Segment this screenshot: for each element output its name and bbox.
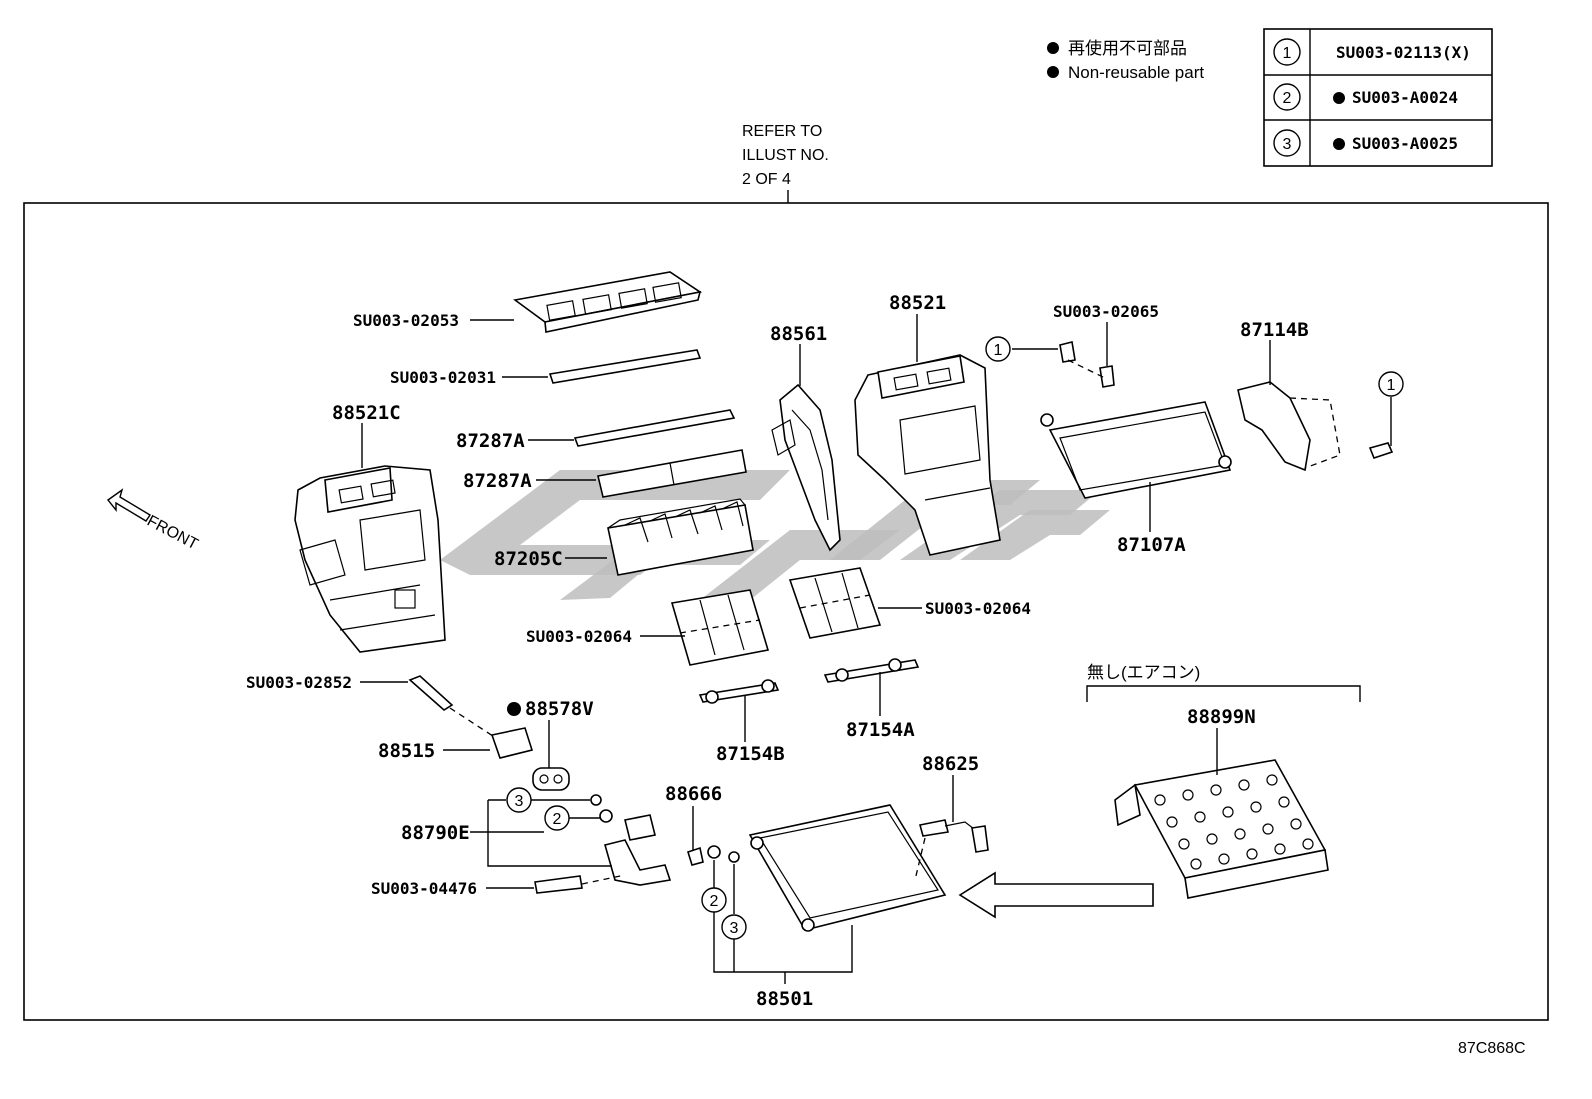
table-num-1: 1 [1283,45,1292,62]
part-su003-02031[interactable] [548,349,702,384]
part-88515[interactable] [490,727,534,759]
svg-text:ILLUST NO.: ILLUST NO. [742,147,829,164]
part-88790e[interactable] [604,814,672,886]
label-88899n: 88899N [1187,706,1256,728]
label-87205c: 87205C [494,548,563,570]
part-88521c[interactable] [294,465,446,653]
part-87154a[interactable] [823,658,920,683]
label-su003-02031: SU003-02031 [390,368,496,387]
part-88899n[interactable] [1114,759,1329,899]
part-su003-02064-right[interactable] [788,567,882,639]
table-code-2: SU003-A0024 [1352,88,1458,107]
label-88561: 88561 [770,323,827,345]
callout-3-lower: 3 [730,920,739,937]
part-88521[interactable] [854,354,1001,556]
table-num-3: 3 [1283,136,1292,153]
part-87107a[interactable] [1040,401,1232,499]
label-87107a: 87107A [1117,534,1186,556]
part-87114b[interactable] [1237,381,1341,472]
legend: 再使用不可部品 Non-reusable part [1047,38,1204,82]
label-su003-02064-right: SU003-02064 [925,599,1031,618]
label-su003-02852: SU003-02852 [246,673,352,692]
label-87154b: 87154B [716,743,785,765]
diagram-frame [23,202,1549,1021]
nonreusable-dot-icon [1047,42,1059,54]
callout-2-lower: 2 [710,893,719,910]
part-su003-04476[interactable] [534,875,583,894]
part-87154b[interactable] [698,679,780,704]
part-87287a-lower[interactable] [597,449,747,498]
part-su003-02053[interactable] [513,271,703,333]
label-88666: 88666 [665,783,722,805]
part-88561[interactable] [771,383,841,552]
part-88578v[interactable] [532,767,570,791]
label-su003-02065: SU003-02065 [1053,302,1159,321]
legend-jp: 再使用不可部品 [1068,38,1187,58]
o-ring-icon [599,809,613,823]
label-88790e: 88790E [401,822,470,844]
label-88515: 88515 [378,740,435,762]
part-su003-02064-left[interactable] [670,589,770,666]
table-num-2: 2 [1283,90,1292,107]
nonreusable-dot-icon [1047,66,1059,78]
part-88666[interactable] [687,846,704,866]
o-ring-icon [728,851,740,863]
label-88521: 88521 [889,292,946,314]
table-code-3: SU003-A0025 [1352,134,1458,153]
no-ac-label: 無し(エアコン) [1087,663,1200,682]
reference-table: 1 SU003-02113(X) 2 SU003-A0024 3 SU003-A… [1263,28,1493,167]
part-su003-02852[interactable] [408,675,454,711]
legend-en: Non-reusable part [1068,63,1204,82]
callout-1-left: 1 [994,342,1003,359]
front-label: FRONT [144,513,201,554]
label-88578v: 88578V [525,698,594,720]
label-87114b: 87114B [1240,319,1309,341]
svg-text:REFER TO: REFER TO [742,123,822,140]
label-87287a-upper: 87287A [456,430,525,452]
label-88625: 88625 [922,753,979,775]
part-88625[interactable] [919,819,989,853]
replacement-arrow-icon [958,871,1154,919]
label-su003-04476: SU003-04476 [371,879,477,898]
refer-note: REFER TO ILLUST NO. 2 OF 4 [742,123,829,188]
part-87205c[interactable] [607,498,754,576]
table-code-1: SU003-02113(X) [1336,43,1471,62]
callout-1-right: 1 [1387,377,1396,394]
o-ring-icon [590,794,602,806]
label-87154a: 87154A [846,719,915,741]
part-su003-02065[interactable] [1059,341,1115,388]
label-su003-02064-left: SU003-02064 [526,627,632,646]
label-su003-02053: SU003-02053 [353,311,459,330]
nonreusable-dot-icon [507,702,521,716]
callout-3-upper: 3 [515,793,524,810]
part-88501[interactable] [748,804,947,932]
label-88521c: 88521C [332,402,401,424]
diagram-id: 87C868C [1458,1040,1526,1057]
watermark-logo [440,470,1110,600]
nonreusable-dot-icon [1333,92,1345,104]
nonreusable-dot-icon [1333,138,1345,150]
part-87287a-upper[interactable] [573,409,736,447]
front-arrow-icon: FRONT [106,488,201,554]
o-ring-icon [707,845,721,859]
label-88501: 88501 [756,988,813,1010]
svg-text:2 OF 4: 2 OF 4 [742,171,791,188]
core-holes [1154,774,1314,870]
callout-2-upper: 2 [553,811,562,828]
screw-icon [1368,442,1394,459]
label-87287a-lower: 87287A [463,470,532,492]
